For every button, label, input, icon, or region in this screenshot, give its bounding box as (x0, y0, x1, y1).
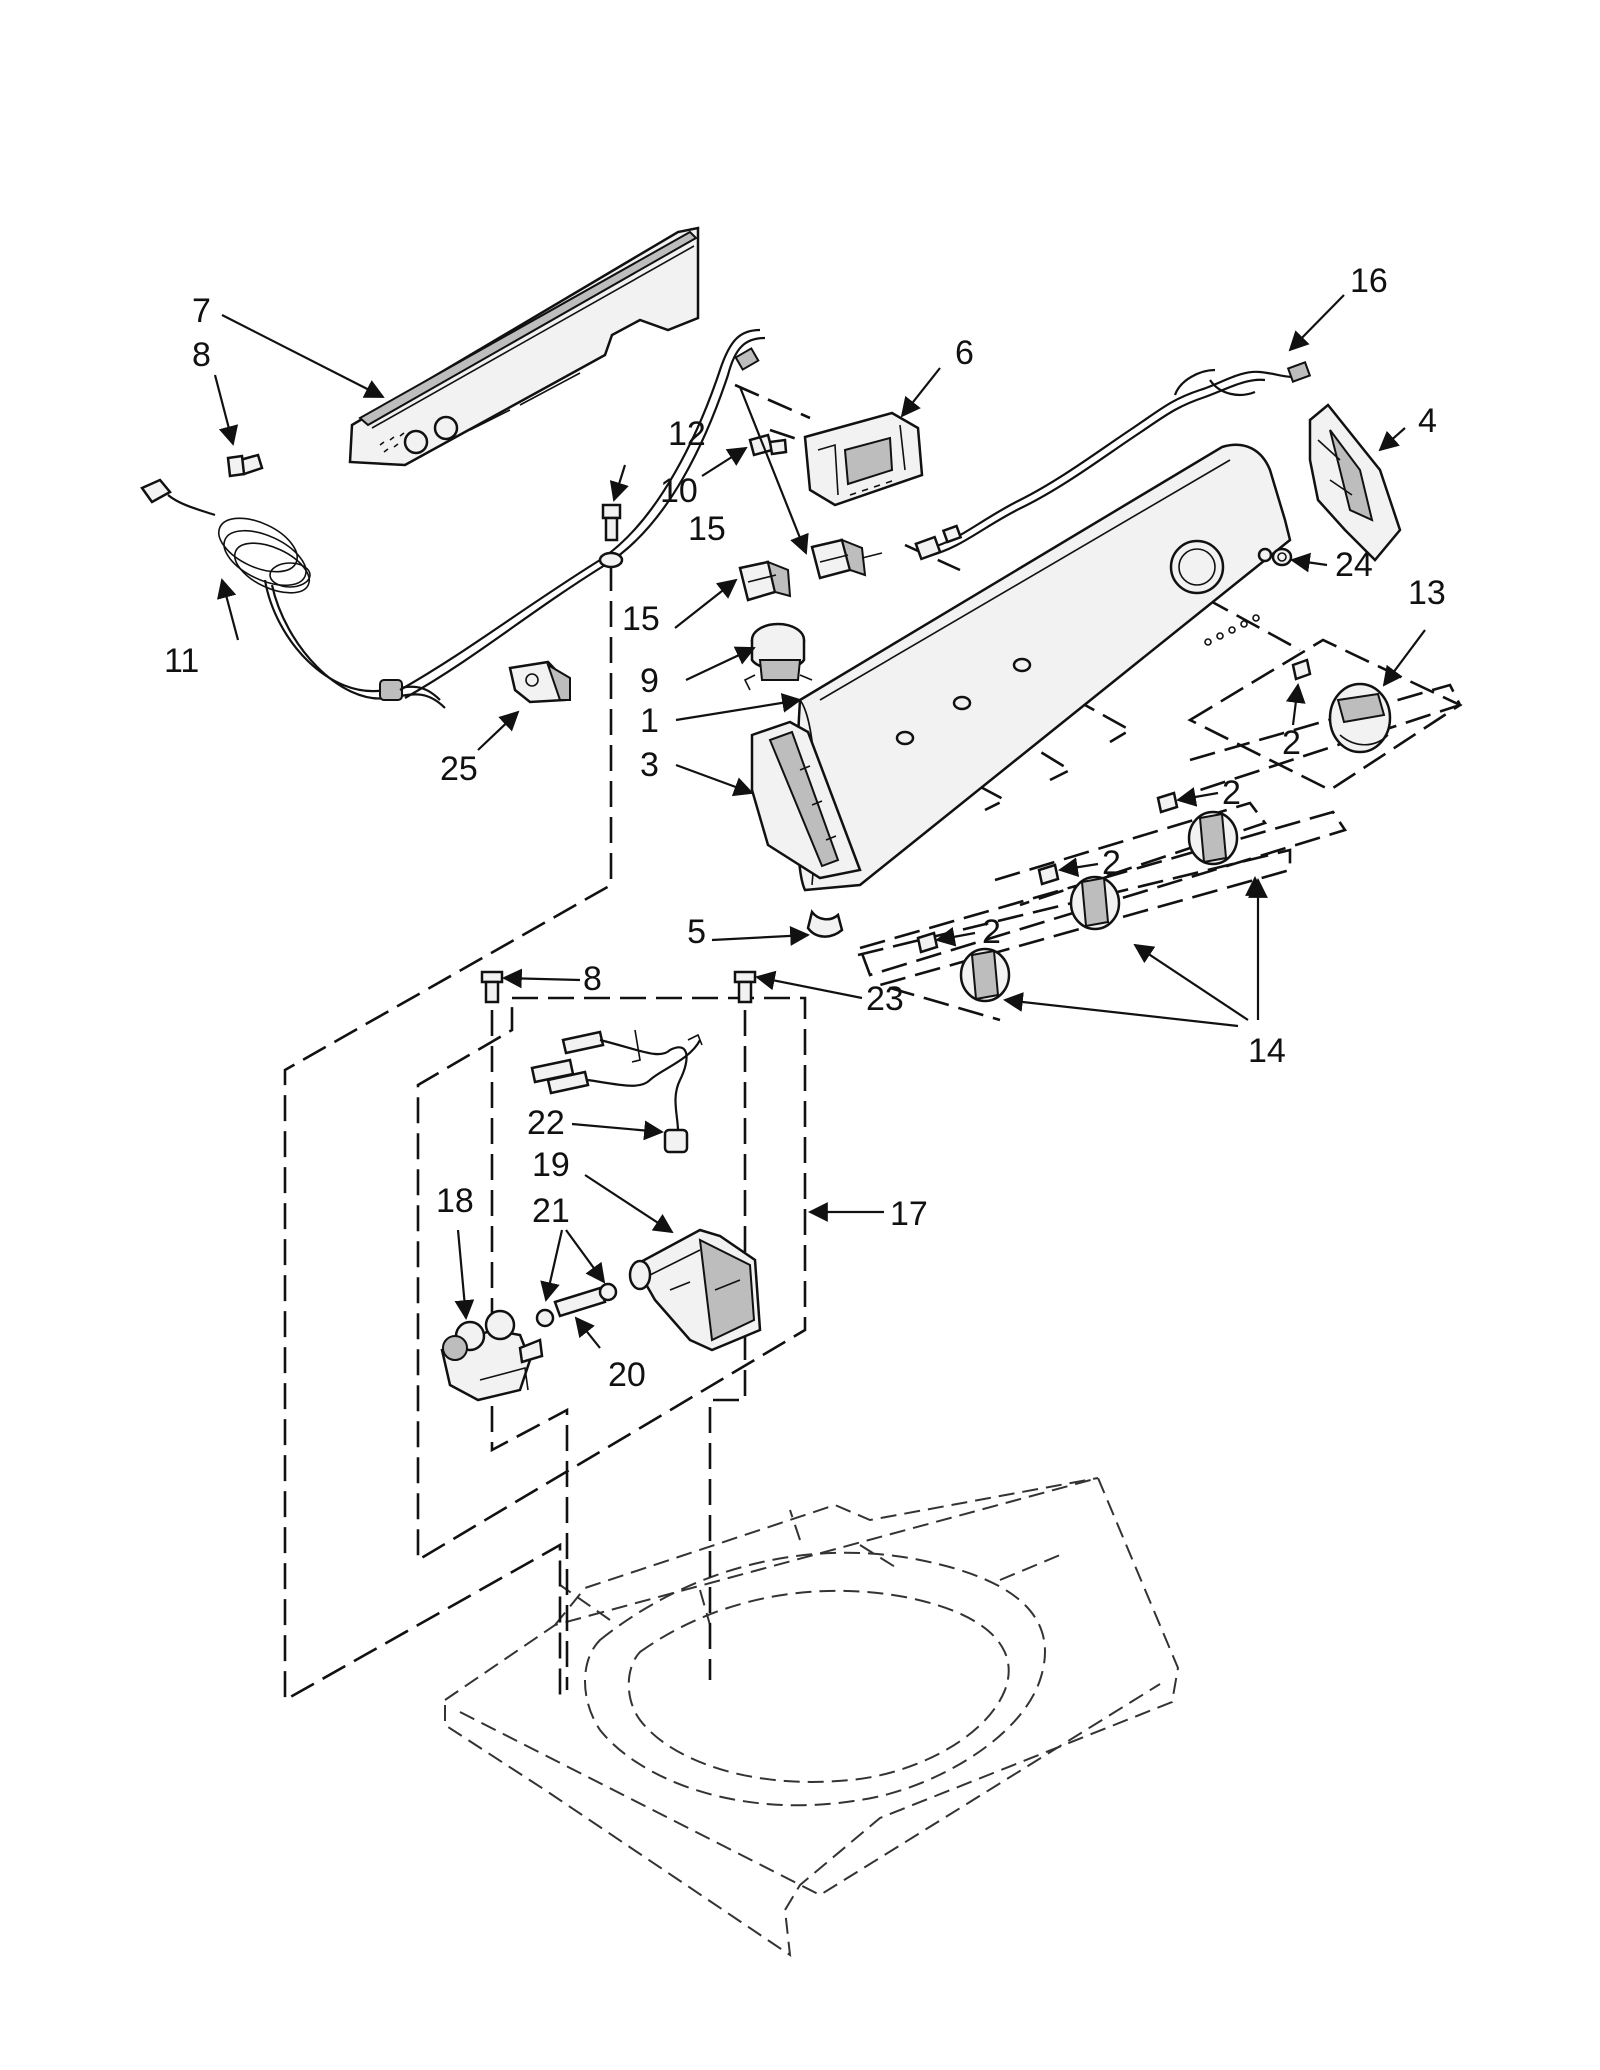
callout-2-b: 2 (1222, 774, 1241, 812)
button-24 (1271, 547, 1293, 567)
screw-23 (733, 970, 757, 1004)
dispenser-19 (628, 1228, 762, 1352)
callout-2-c: 2 (1102, 844, 1121, 882)
callout-25: 25 (440, 750, 478, 788)
callout-8-top: 8 (192, 336, 211, 374)
leader-21-b (565, 1229, 606, 1284)
screw-8-lower (480, 970, 504, 1004)
power-cord-11 (140, 328, 766, 709)
callout-labels: 7 8 12 10 6 16 4 15 15 9 1 3 5 24 13 2 2… (164, 262, 1446, 1394)
leader-9 (685, 646, 756, 681)
knob-14-a (1187, 810, 1239, 866)
bolt-12 (598, 503, 624, 569)
callout-16: 16 (1350, 262, 1388, 300)
callout-2-a: 2 (1282, 724, 1301, 762)
screw-10 (748, 433, 788, 457)
callout-18: 18 (436, 1182, 474, 1220)
insert-2-d (916, 931, 939, 954)
callout-15-right: 15 (688, 510, 726, 548)
hose-20 (553, 1286, 607, 1318)
washer-top-base-outline (444, 1476, 1180, 1958)
switch-15-right (810, 538, 883, 580)
callout-20: 20 (608, 1356, 646, 1394)
leader-21-a (540, 1229, 564, 1302)
leader-23 (755, 970, 863, 1000)
leader-16 (1288, 294, 1345, 352)
callout-2-d: 2 (982, 913, 1001, 951)
leader-2-c (1058, 857, 1099, 877)
leader-11 (217, 578, 240, 641)
clamp-21-a (598, 1282, 618, 1302)
callout-12: 12 (668, 415, 706, 453)
leader-5 (711, 926, 810, 946)
knob-13 (1328, 682, 1392, 754)
callout-3: 3 (640, 746, 659, 784)
leader-8-top (213, 374, 239, 446)
wire-harness-16 (914, 361, 1312, 561)
leader-24 (1290, 552, 1328, 573)
callout-24: 24 (1335, 546, 1373, 584)
insert-2-b (1156, 791, 1179, 814)
switch-15-left (738, 560, 792, 602)
knob-14-b (1069, 875, 1121, 931)
leader-3 (675, 763, 754, 797)
callout-11: 11 (164, 642, 199, 680)
callout-19: 19 (532, 1146, 570, 1184)
leader-20 (574, 1316, 601, 1349)
callout-17: 17 (890, 1195, 928, 1233)
insert-2-c (1037, 863, 1060, 886)
leader-13 (1382, 629, 1426, 687)
leader-15-right (738, 386, 809, 555)
leader-1 (675, 693, 802, 722)
clip-5 (806, 909, 844, 938)
leader-8-lower (502, 968, 581, 989)
knob-14-c (959, 947, 1011, 1003)
leader-2-d (935, 927, 976, 947)
leader-6 (900, 367, 941, 418)
leader-19 (584, 1174, 674, 1234)
leader-25 (477, 710, 520, 751)
callout-9: 9 (640, 662, 659, 700)
control-board-6 (803, 411, 924, 507)
leader-14-low (1003, 992, 1239, 1028)
callout-22: 22 (527, 1104, 565, 1142)
callout-5: 5 (687, 913, 706, 951)
callout-8-lower: 8 (583, 960, 602, 998)
callout-21: 21 (532, 1192, 570, 1230)
leader-12 (609, 464, 629, 502)
harness-22 (530, 1029, 703, 1154)
leader-2-b (1176, 787, 1219, 807)
clamp-21-b (535, 1308, 555, 1328)
leader-15-left (674, 578, 738, 629)
screw-8-top (226, 453, 264, 478)
callout-1: 1 (640, 702, 659, 740)
leader-14-mid (1133, 943, 1249, 1021)
leader-4 (1378, 427, 1406, 452)
callout-10: 10 (660, 472, 698, 510)
insert-2-a (1291, 658, 1312, 681)
leader-18 (454, 1229, 475, 1320)
leader-arrows (213, 294, 1426, 1349)
leader-22 (571, 1120, 664, 1141)
callout-7: 7 (192, 292, 211, 330)
callout-14: 14 (1248, 1032, 1286, 1070)
callout-4: 4 (1418, 402, 1437, 440)
callout-15-left: 15 (622, 600, 660, 638)
assembly-lines (283, 383, 1463, 1703)
rear-panel-7 (348, 226, 700, 467)
end-cap-3 (750, 720, 862, 880)
selector-switch-9 (743, 622, 813, 691)
water-valve-18 (440, 1309, 544, 1402)
callout-6: 6 (955, 334, 974, 372)
leader-10 (701, 446, 748, 477)
leader-7 (221, 314, 385, 398)
leader-2-a (1285, 683, 1306, 726)
clip-25 (508, 660, 571, 704)
callout-13: 13 (1408, 574, 1446, 612)
callout-23: 23 (866, 980, 904, 1018)
end-cap-4 (1308, 403, 1402, 562)
